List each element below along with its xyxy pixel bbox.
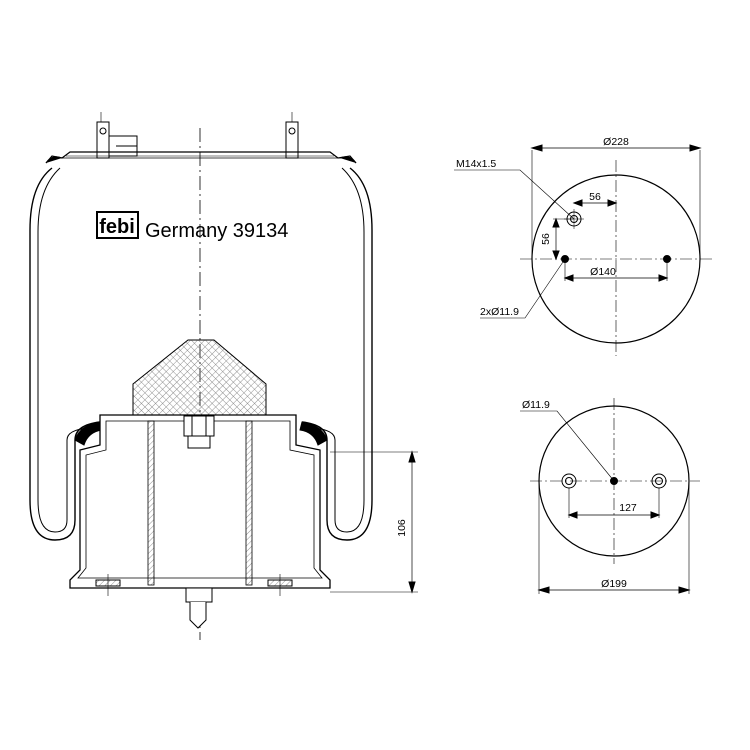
febi-logo: febi xyxy=(96,211,139,239)
label-dia-140: Ø140 xyxy=(590,266,616,278)
label-bottom-hole: Ø11.9 xyxy=(522,399,550,411)
dimension-label-106: 106 xyxy=(396,519,408,537)
top-plate xyxy=(45,151,357,164)
top-mounting-studs xyxy=(96,112,299,159)
mounting-hole-right xyxy=(663,255,671,263)
label-bottom-spacing: 127 xyxy=(619,502,637,514)
label-offset-v: 56 xyxy=(540,233,552,245)
piston xyxy=(69,414,331,629)
top-view xyxy=(454,144,712,356)
leader-holes xyxy=(480,258,566,319)
label-dia-228: Ø228 xyxy=(603,136,629,148)
label-offset-h: 56 xyxy=(589,191,601,203)
label-thread: M14x1.5 xyxy=(456,158,496,170)
leader-m14 xyxy=(454,169,575,220)
brand-caption: Germany 39134 xyxy=(145,220,288,242)
air-spring-side-view xyxy=(29,112,418,640)
label-dia-199: Ø199 xyxy=(601,578,627,590)
rubber-bellow xyxy=(29,167,373,541)
logo-text: febi xyxy=(99,216,135,238)
bottom-view xyxy=(520,398,700,594)
label-holes: 2xØ11.9 xyxy=(480,306,519,318)
dimension-106 xyxy=(330,450,418,594)
bump-stop xyxy=(132,339,267,417)
